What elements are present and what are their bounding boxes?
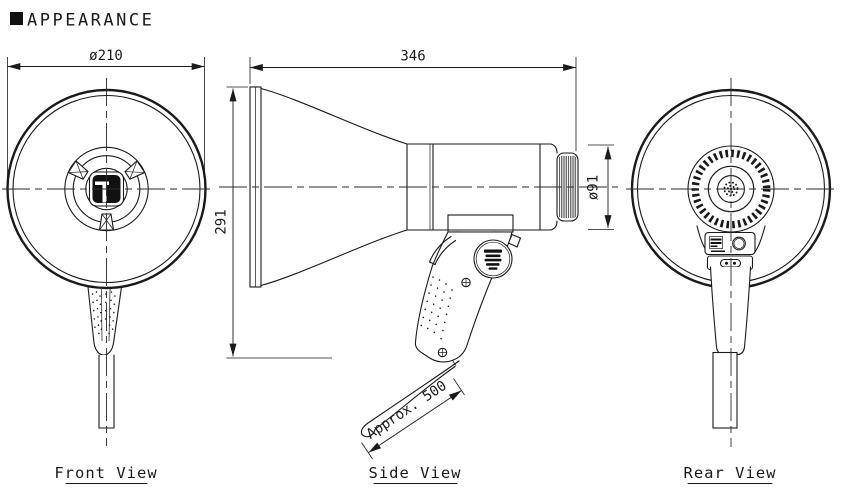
front-grip bbox=[87, 286, 123, 429]
front-view-label: Front View bbox=[54, 464, 157, 482]
page-title: APPEARANCE bbox=[27, 11, 154, 31]
rear-view-label: Rear View bbox=[684, 464, 777, 482]
control-panel bbox=[704, 231, 756, 256]
dim-front-diameter-value: ø210 bbox=[89, 48, 123, 64]
strap-hook bbox=[507, 233, 522, 248]
dim-overall-height-value: 291 bbox=[214, 209, 230, 234]
dimension-front-diameter: ø210 bbox=[7, 48, 205, 184]
grip-screw-upper bbox=[461, 277, 471, 288]
horn-flare-bottom bbox=[260, 229, 408, 287]
dimension-body-diameter: ø91 bbox=[586, 144, 614, 230]
front-view bbox=[2, 78, 212, 446]
trigger-switch bbox=[428, 235, 452, 263]
dim-overall-length-value: 346 bbox=[400, 49, 425, 65]
dimension-overall-length: 346 bbox=[249, 49, 577, 151]
dim-body-diameter-value: ø91 bbox=[586, 175, 602, 200]
grip-screw-lower bbox=[437, 347, 448, 358]
volume-knob bbox=[732, 236, 746, 251]
horn-flare-top bbox=[260, 87, 408, 145]
dimension-strap-length: Approx. 500 bbox=[361, 378, 465, 460]
rear-handle-stem bbox=[712, 351, 738, 429]
clamp-upper-left bbox=[67, 160, 90, 182]
clamp-upper-right bbox=[123, 160, 146, 182]
dimension-overall-height: 291 bbox=[214, 86, 332, 359]
rating-label bbox=[473, 239, 513, 279]
dim-strap-length-value: Approx. 500 bbox=[364, 378, 450, 443]
side-grip bbox=[414, 231, 522, 363]
view-labels: Front View Side View Rear View bbox=[54, 464, 777, 485]
title-section: APPEARANCE bbox=[10, 11, 154, 31]
rear-grip bbox=[709, 266, 752, 429]
side-view-label: Side View bbox=[369, 464, 462, 482]
side-view bbox=[219, 86, 618, 438]
rear-view bbox=[626, 78, 838, 447]
section-bullet-icon bbox=[10, 12, 23, 25]
